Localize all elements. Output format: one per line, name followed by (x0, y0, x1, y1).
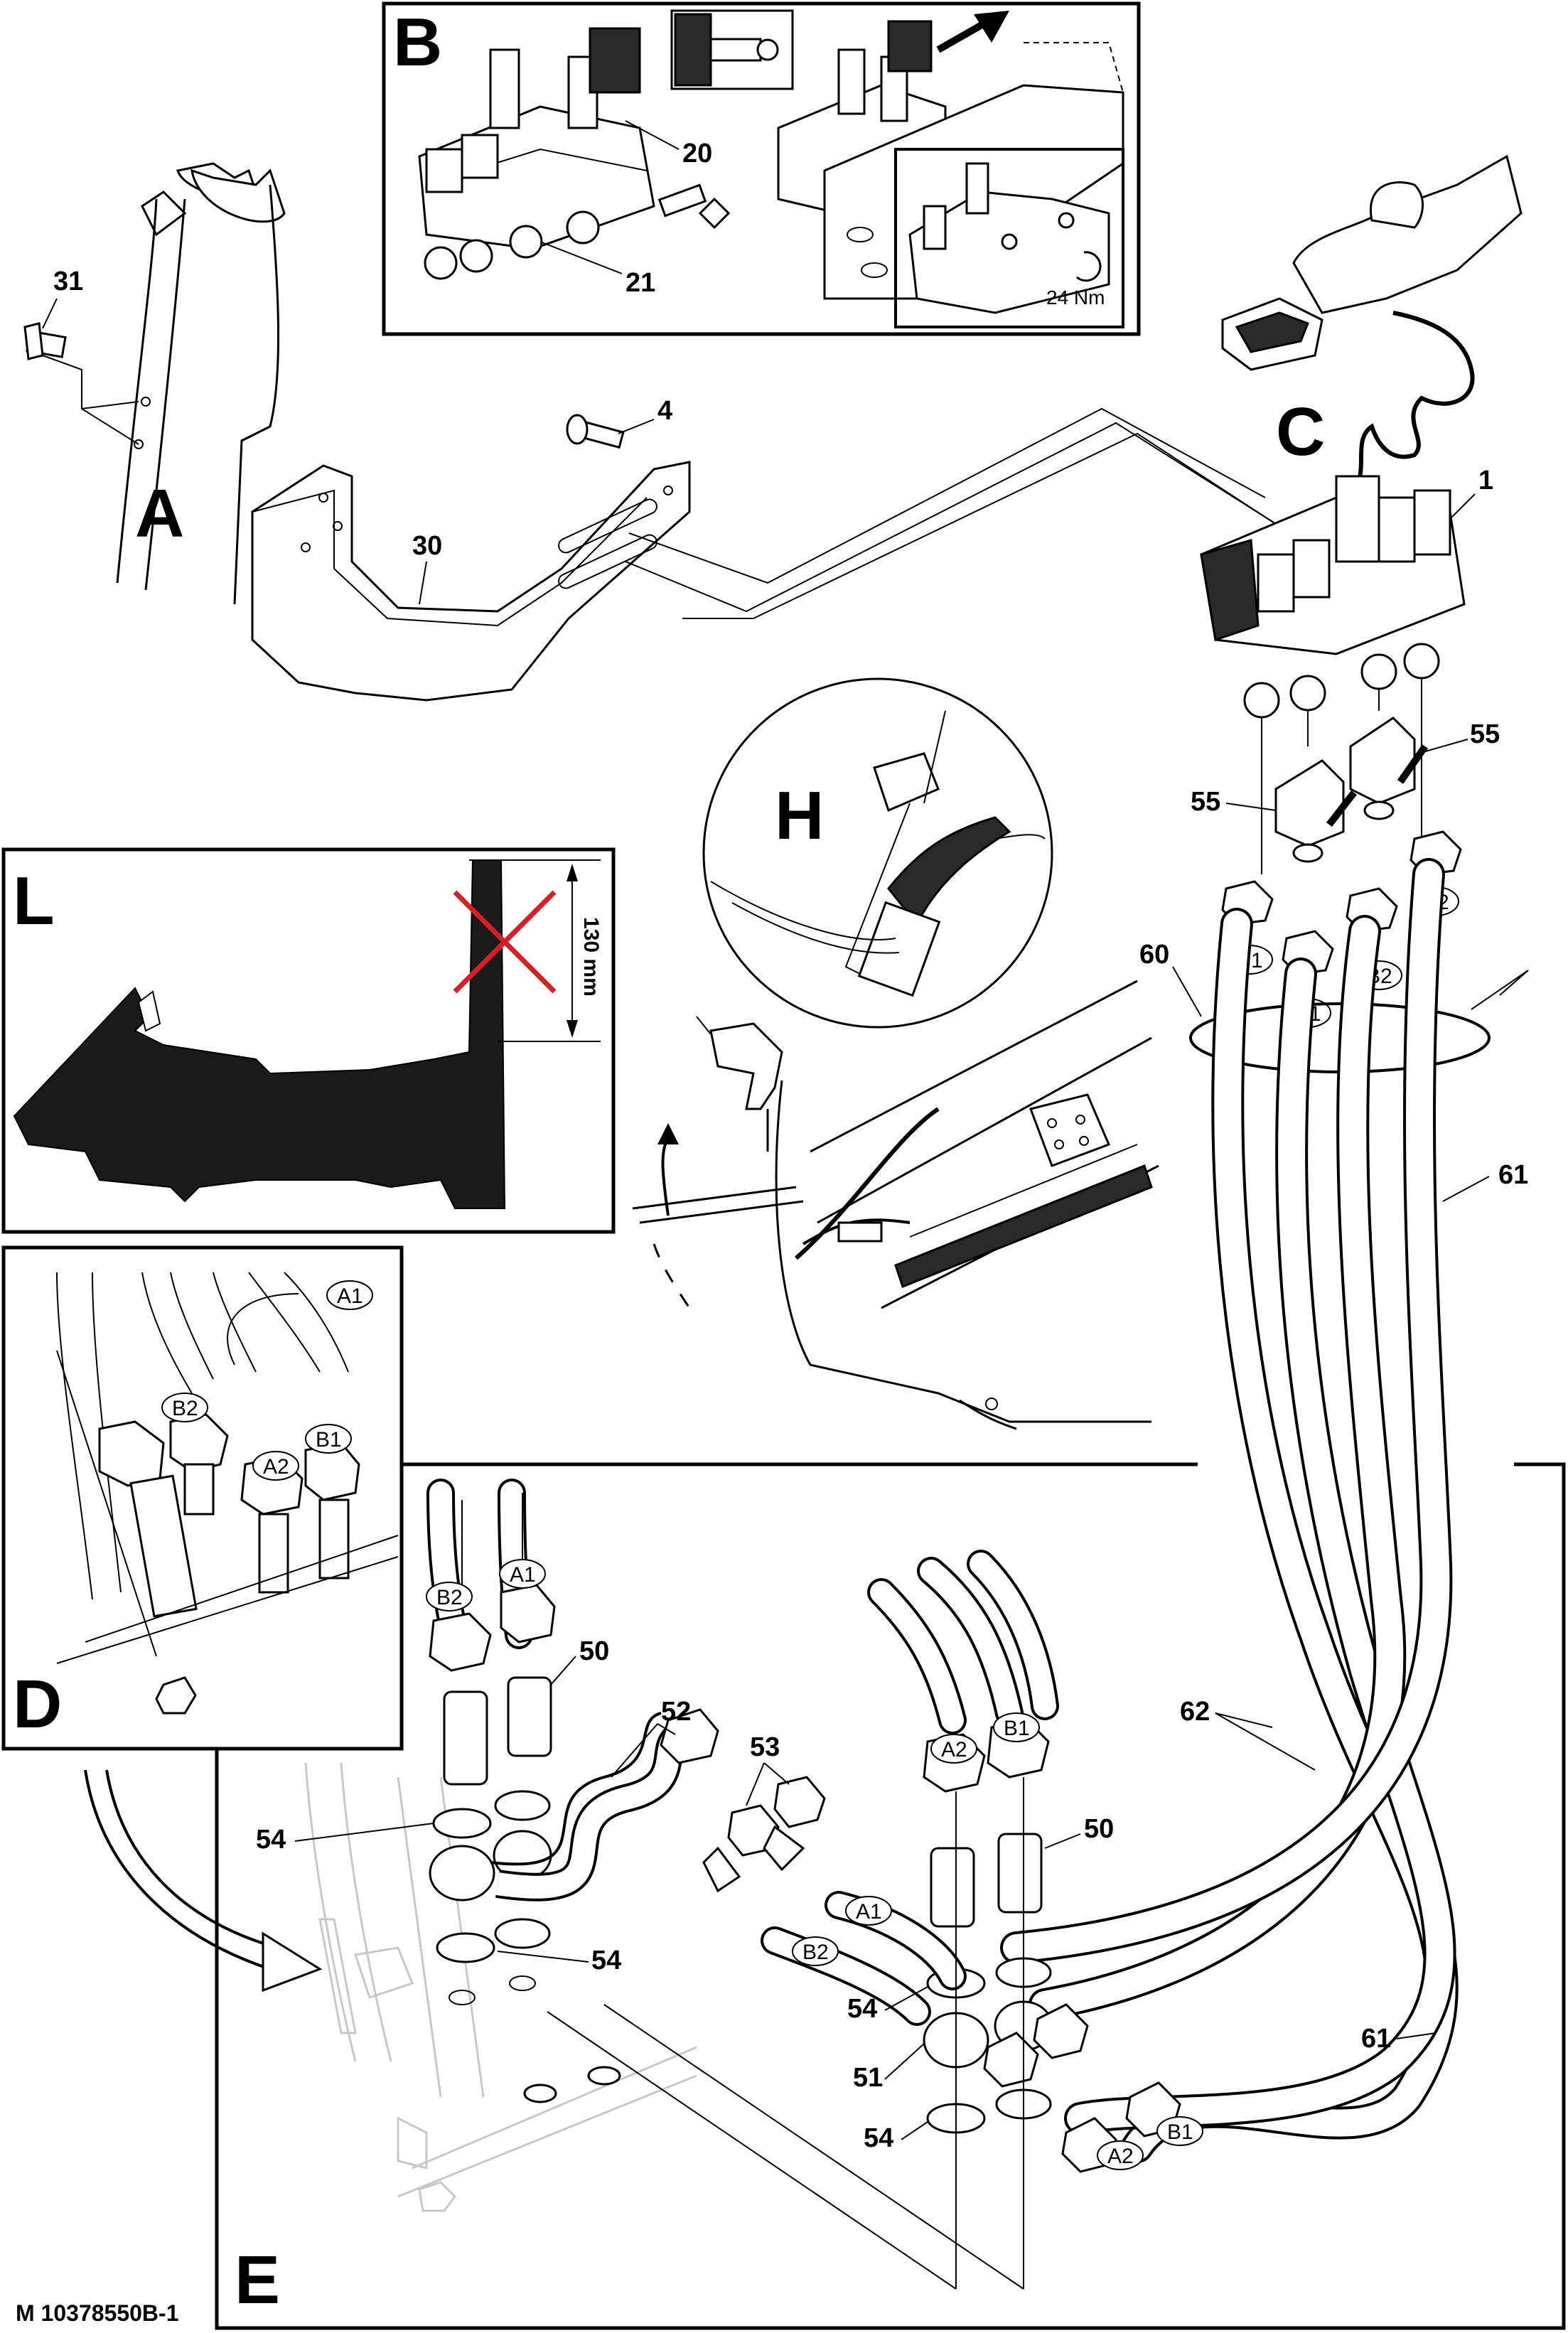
view-h-label: H (775, 778, 824, 854)
part-54-mid-label: 54 (847, 1994, 877, 2024)
view-b-panel: B 20 21 24 Nm (382, 1, 1141, 336)
view-b-label: B (393, 4, 442, 80)
valve-block-b-left (418, 27, 655, 280)
part-51-label: 51 (853, 2063, 883, 2093)
view-d-label: D (13, 1666, 62, 1742)
view-h-detail: H (702, 677, 1053, 1029)
hose-tag-e-a1: A1 (510, 1563, 536, 1587)
ball-valve-55-left (1274, 759, 1357, 863)
torque-value: 24 Nm (1046, 286, 1105, 309)
small-inset-detail (670, 9, 794, 90)
drawing-reference: M 10378550B-1 (16, 2300, 178, 2326)
machine-panel (632, 980, 1159, 1430)
view-a-bracket: A 31 30 4 (23, 162, 1301, 702)
part-53-label: 53 (750, 1732, 780, 1762)
part-62-label: 62 (1180, 1697, 1210, 1727)
torque-detail-inset (894, 148, 1124, 328)
part-61-upper-label: 61 (1498, 1160, 1528, 1190)
direction-arrow (936, 11, 1009, 53)
part-60-label: 60 (1139, 940, 1169, 970)
hose-tag-d-b2: B2 (172, 1397, 198, 1420)
hose-tag-e-a2: A2 (941, 1738, 967, 1761)
part-54-upper-left-label: 54 (256, 1825, 286, 1855)
view-e-label: E (235, 2242, 280, 2318)
view-e-panel: B2 A1 A2 B1 A1 B2 B1 A2 50 52 53 50 54 5… (215, 1462, 1566, 2330)
hose-tag-e-b2b: B2 (802, 1941, 829, 1964)
hose-bundle: 61 62 61 (1000, 858, 1528, 2163)
part-54-lower-left-label: 54 (591, 1946, 621, 1975)
part-1-label: 1 (1478, 466, 1493, 495)
hose-tag-e-a1b: A1 (856, 1900, 882, 1924)
ball-valve-55-right (1349, 717, 1429, 820)
dimension-value: 130 mm (579, 917, 603, 997)
view-c-valve: B1 A1 B2 A2 C 1 55 55 60 (1139, 154, 1529, 1073)
part-52-label: 52 (661, 1697, 691, 1727)
hose-tag-d-a2: A2 (263, 1455, 289, 1479)
part-50-right-label: 50 (1084, 1814, 1114, 1844)
bolt-21 (657, 183, 731, 230)
part-61-lower-label: 61 (1361, 2024, 1391, 2054)
view-c-label: C (1276, 394, 1325, 470)
part-30-label: 30 (412, 531, 442, 561)
part-21-label: 21 (625, 268, 655, 298)
d-to-e-arrow (84, 1769, 323, 1993)
remote-controller (1221, 154, 1523, 493)
view-d-panel: B2 A1 A2 B1 D (1, 1245, 404, 1751)
view-l-label: L (13, 863, 55, 939)
part-55-left-label: 55 (1191, 787, 1220, 817)
part-54-bottom-label: 54 (864, 2123, 893, 2153)
hose-tag-e-b1: B1 (1004, 1717, 1030, 1740)
hose-tag-d-a1: A1 (337, 1285, 363, 1308)
hose-tag-e-a2b: A2 (1107, 2145, 1134, 2168)
hose-tag-d-b1: B1 (316, 1428, 342, 1452)
drill-tool (696, 1016, 783, 1152)
part-4-label: 4 (657, 396, 672, 426)
view-l-panel: 130 mm L (1, 847, 616, 1234)
ghost-fittings (304, 1762, 697, 2212)
part-20-label: 20 (682, 139, 712, 168)
part-31-label: 31 (53, 267, 83, 296)
hose-tag-e-b1b: B1 (1167, 2120, 1193, 2144)
part-55-right-label: 55 (1470, 719, 1500, 749)
hose-tag-e-b2: B2 (436, 1586, 463, 1609)
view-a-label: A (135, 476, 184, 552)
part-50-left-label: 50 (579, 1636, 609, 1666)
